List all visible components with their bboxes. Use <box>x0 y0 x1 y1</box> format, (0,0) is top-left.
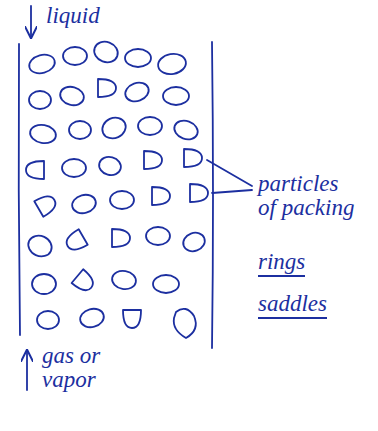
saddle-particle <box>190 184 208 202</box>
saddle-particle <box>144 151 162 169</box>
saddle-particle <box>123 310 141 328</box>
callout-label: saddles <box>258 292 327 319</box>
ring-particle <box>138 117 162 135</box>
ring-particle <box>125 49 151 67</box>
ring-particle <box>163 87 189 105</box>
ring-particle <box>25 232 55 260</box>
saddle-particle <box>184 149 202 167</box>
saddle-particle <box>72 269 97 294</box>
ring-particle <box>27 52 57 76</box>
ring-particle <box>29 91 51 109</box>
leader-line <box>207 160 252 186</box>
saddle-particle <box>98 79 116 97</box>
ring-particle <box>29 123 58 145</box>
ring-particle <box>63 47 87 65</box>
ring-particle <box>62 159 86 177</box>
ring-particle <box>97 154 123 177</box>
ring-particle <box>111 269 138 291</box>
saddle-particle <box>152 187 170 205</box>
saddle-particle <box>26 161 44 179</box>
ring-particle <box>91 38 120 65</box>
saddle-particle <box>112 229 130 247</box>
ring-particle <box>58 84 86 108</box>
ring-particle <box>153 275 179 293</box>
ring-particle <box>37 311 59 329</box>
callout-label: rings <box>258 250 305 277</box>
ring-particle <box>32 274 56 294</box>
ring-particle <box>69 121 91 139</box>
callout-label: particles of packing <box>258 172 358 220</box>
ring-particle <box>181 230 208 254</box>
ring-particle <box>99 114 129 142</box>
saddle-particle <box>34 192 59 217</box>
ring-particle <box>156 52 187 77</box>
ring-particle <box>174 309 196 338</box>
flow-label: liquid <box>46 4 100 28</box>
flow-label: gas or vapor <box>42 344 114 392</box>
ring-particle <box>78 306 106 330</box>
gas-flow-arrow <box>26 352 28 390</box>
leader-line <box>212 190 252 193</box>
column-wall <box>19 44 20 335</box>
column-wall <box>212 42 213 348</box>
saddle-particle <box>63 229 88 254</box>
ring-particle <box>172 117 201 142</box>
ring-particle <box>110 191 134 209</box>
liquid-flow-arrow <box>30 6 32 36</box>
ring-particle <box>70 192 98 216</box>
ring-particle <box>146 227 170 245</box>
ring-particle <box>123 79 152 104</box>
